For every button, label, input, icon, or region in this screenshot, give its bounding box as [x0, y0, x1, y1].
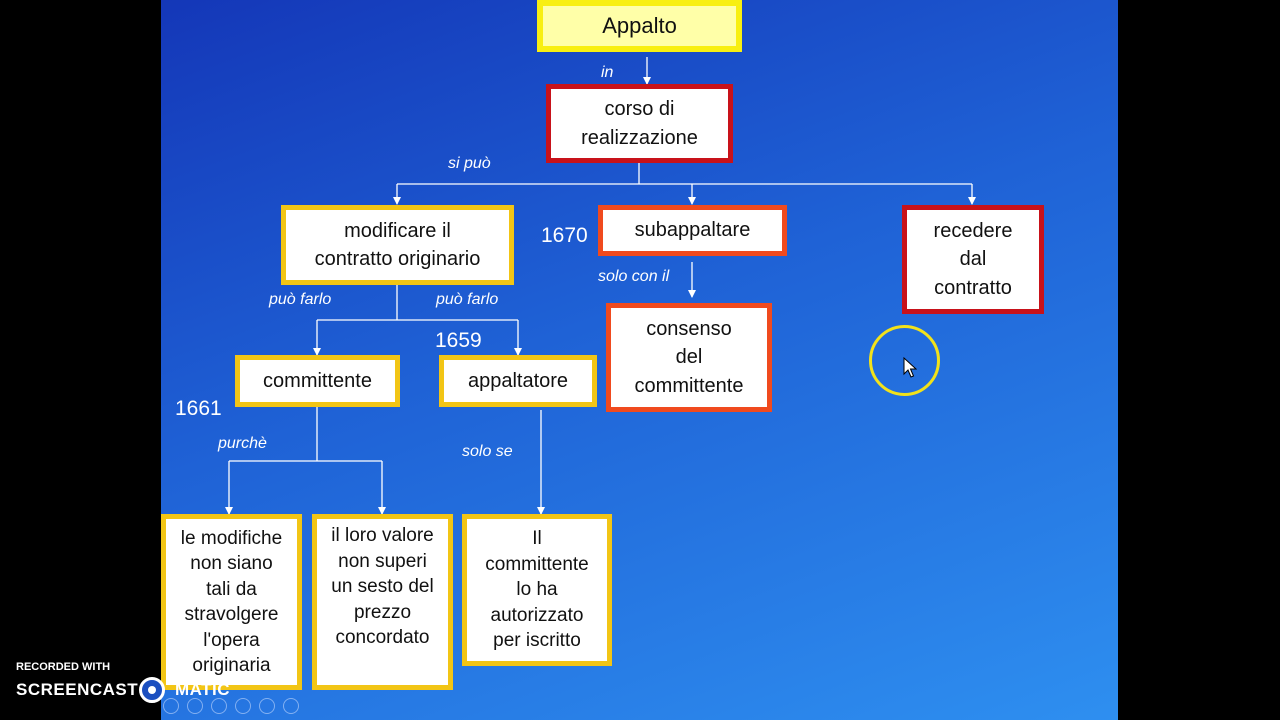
- toolbar-pen-icon[interactable]: [211, 698, 227, 714]
- watermark-screencast: SCREENCAST: [16, 680, 139, 699]
- watermark-matic: MATIC: [175, 680, 231, 699]
- node-recedere-dal-contratto: recedere dal contratto: [902, 205, 1044, 314]
- node-modificare-contratto: modificare il contratto originario: [281, 205, 514, 285]
- toolbar-prev-icon[interactable]: [163, 698, 179, 714]
- article-number-1670: 1670: [541, 224, 588, 247]
- node-le-modifiche: le modifiche non siano tali da stravolge…: [161, 514, 302, 690]
- edge-label-puo-farlo-right: può farlo: [436, 291, 499, 308]
- edge-label-si-puo: si può: [448, 155, 491, 172]
- article-number-1659: 1659: [435, 329, 482, 352]
- toolbar-zoom-icon[interactable]: [259, 698, 275, 714]
- node-consenso-del-committente: consenso del committente: [606, 303, 772, 412]
- article-number-1661: 1661: [175, 397, 222, 420]
- screencast-logo-icon: [139, 677, 165, 703]
- toolbar-slides-icon[interactable]: [235, 698, 251, 714]
- toolbar-more-icon[interactable]: [283, 698, 299, 714]
- slideshow-toolbar[interactable]: [163, 698, 299, 714]
- edge-label-purche: purchè: [218, 435, 267, 452]
- toolbar-next-icon[interactable]: [187, 698, 203, 714]
- node-il-loro-valore: il loro valore non superi un sesto del p…: [312, 514, 453, 690]
- mouse-pointer-icon: [903, 357, 917, 378]
- node-subappaltare: subappaltare: [598, 205, 787, 256]
- node-committente-autorizzato: Il committente lo ha autorizzato per isc…: [462, 514, 612, 666]
- cursor-highlight-ring: [869, 325, 940, 396]
- node-appalto: Appalto: [537, 0, 742, 52]
- edge-label-in: in: [601, 64, 614, 81]
- watermark-recorded-with: RECORDED WITH: [16, 661, 111, 673]
- node-appaltatore: appaltatore: [439, 355, 597, 407]
- edge-label-solo-con-il: solo con il: [598, 268, 670, 285]
- edge-label-puo-farlo-left: può farlo: [269, 291, 332, 308]
- edge-label-solo-se: solo se: [462, 443, 513, 460]
- node-corso-di-realizzazione: corso di realizzazione: [546, 84, 733, 163]
- node-committente: committente: [235, 355, 400, 407]
